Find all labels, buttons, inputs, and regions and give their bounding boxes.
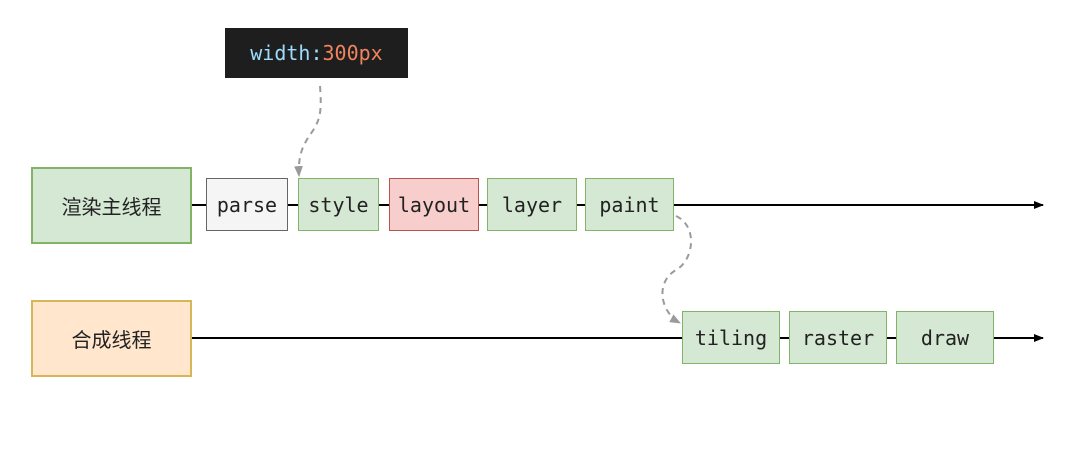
step-paint: paint — [585, 178, 674, 231]
step-parse: parse — [206, 178, 288, 231]
main-thread-label: 渲染主线程 — [31, 167, 192, 244]
code-snippet: width: 300px — [225, 28, 408, 78]
step-raster: raster — [789, 311, 887, 364]
code-value: 300px — [322, 41, 383, 65]
compositor-thread-label: 合成线程 — [31, 300, 192, 377]
step-style: style — [298, 178, 379, 231]
code-property: width: — [250, 41, 323, 65]
step-tiling: tiling — [682, 311, 780, 364]
step-draw: draw — [896, 311, 994, 364]
step-layout: layout — [389, 178, 479, 231]
paint-to-tiling-dashed-arrow — [661, 215, 692, 324]
code-to-style-dashed-arrow — [294, 85, 322, 178]
step-layer: layer — [487, 178, 577, 231]
